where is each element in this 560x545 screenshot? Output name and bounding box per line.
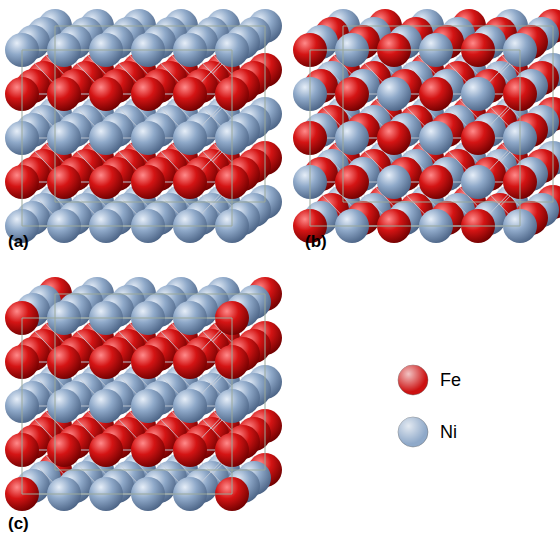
legend-swatch-highlight: [398, 417, 428, 447]
ni-atom: [173, 121, 207, 155]
legend-swatch-highlight: [398, 365, 428, 395]
cell-edge: [22, 318, 232, 319]
ni-atom: [461, 165, 495, 199]
cell-edge: [22, 318, 23, 494]
ni-atom: [377, 77, 411, 111]
cell-edge: [265, 26, 266, 202]
cell-edge: [343, 202, 553, 203]
cell-edge: [55, 202, 265, 203]
fe-atom: [47, 165, 81, 199]
fe-atom: [419, 77, 453, 111]
legend-swatch: [398, 365, 428, 395]
cell-edge: [310, 50, 311, 226]
cell-edge: [55, 26, 265, 27]
fe-atom: [173, 165, 207, 199]
fe-atom: [173, 77, 207, 111]
cell-edge: [22, 494, 232, 495]
legend-swatch-ball: [398, 365, 428, 395]
structure-c: [5, 277, 282, 511]
legend-swatch: [398, 417, 428, 447]
legend-text: Ni: [440, 422, 457, 443]
cell-edge: [343, 26, 553, 27]
ni-atom: [461, 77, 495, 111]
fe-atom: [47, 77, 81, 111]
ni-atom: [419, 121, 453, 155]
panel-label: (c): [8, 514, 29, 534]
cell-edge: [55, 470, 265, 471]
cell-edge: [55, 294, 56, 470]
cell-edge: [232, 50, 233, 226]
fe-atom: [419, 165, 453, 199]
ni-atom: [131, 121, 165, 155]
cell-edge: [55, 26, 56, 202]
structure-b: [293, 9, 560, 243]
fe-atom: [335, 165, 369, 199]
cell-edge: [520, 50, 521, 226]
ni-atom: [47, 121, 81, 155]
fe-atom: [131, 165, 165, 199]
fe-atom: [335, 77, 369, 111]
panel-label: (a): [8, 232, 29, 252]
ni-atom: [131, 389, 165, 423]
cell-edge: [22, 226, 232, 227]
fe-atom: [173, 433, 207, 467]
fe-atom: [47, 433, 81, 467]
ni-atom: [335, 121, 369, 155]
structure-a: [5, 9, 282, 243]
fe-atom: [131, 77, 165, 111]
ni-atom: [377, 165, 411, 199]
ni-atom: [47, 389, 81, 423]
legend-swatch-ball: [398, 417, 428, 447]
fe-atom: [131, 345, 165, 379]
cell-edge: [55, 294, 265, 295]
fe-atom: [89, 165, 123, 199]
fe-atom: [131, 433, 165, 467]
cell-edge: [22, 50, 232, 51]
fe-atom: [89, 433, 123, 467]
cell-edge: [310, 50, 520, 51]
fe-atom: [461, 121, 495, 155]
cell-edge: [22, 50, 23, 226]
cell-edge: [232, 318, 233, 494]
ni-atom: [89, 121, 123, 155]
ni-atom: [173, 389, 207, 423]
fe-atom: [173, 345, 207, 379]
fe-atom: [89, 77, 123, 111]
cell-edge: [265, 294, 266, 470]
cell-edge: [553, 26, 554, 202]
cell-edge: [343, 26, 344, 202]
fe-atom: [89, 345, 123, 379]
panel-label: (b): [305, 232, 327, 252]
fe-atom: [47, 345, 81, 379]
fe-atom: [377, 121, 411, 155]
legend-text: Fe: [440, 370, 461, 391]
ni-atom: [89, 389, 123, 423]
cell-edge: [310, 226, 520, 227]
